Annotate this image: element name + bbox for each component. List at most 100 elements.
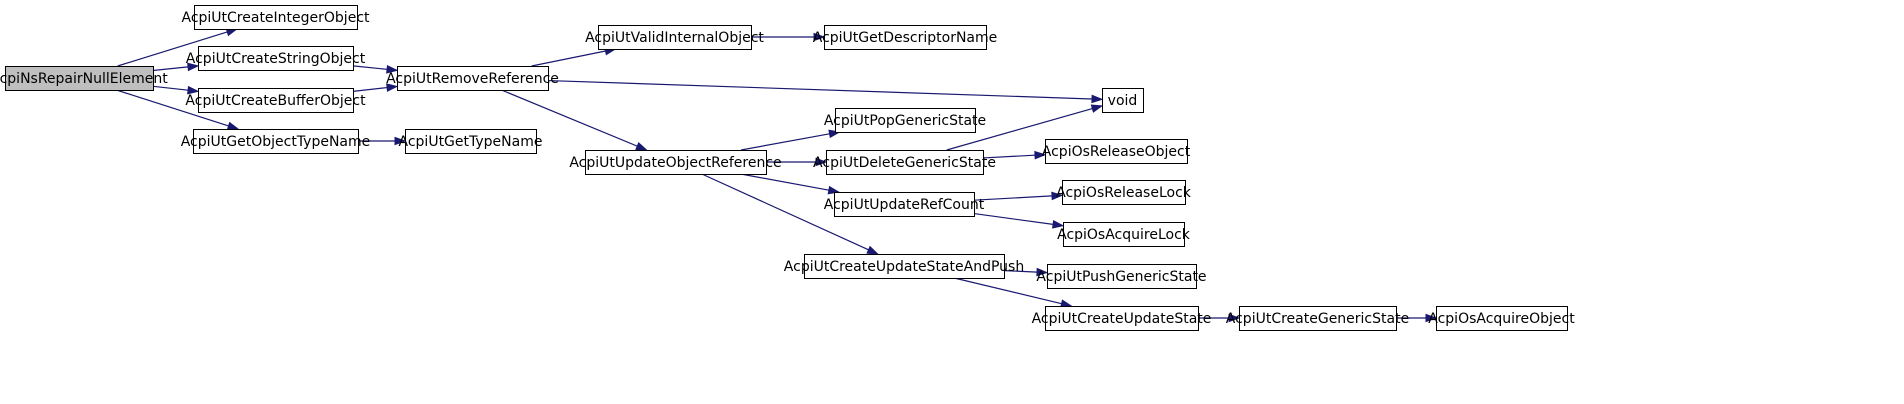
node-AcpiUtPopGenericState[interactable]: AcpiUtPopGenericState	[824, 108, 986, 133]
edge-n9-n11	[740, 129, 841, 151]
node-box	[1062, 180, 1186, 205]
node-AcpiUtDeleteGenericState[interactable]: AcpiUtDeleteGenericState	[813, 150, 996, 175]
node-box	[598, 25, 752, 50]
arrowhead-icon	[187, 85, 200, 95]
node-box	[5, 66, 154, 91]
node-box	[824, 25, 987, 50]
node-label: AcpiOsAcquireObject	[1428, 311, 1575, 327]
arrowhead-icon	[187, 62, 200, 72]
edge-line	[352, 86, 388, 92]
edge-line	[946, 107, 1093, 151]
edge-n14-n18	[1003, 267, 1049, 277]
node-AcpiUtUpdateRefCount[interactable]: AcpiUtUpdateRefCount	[824, 192, 985, 217]
node-AcpiUtGetObjectTypeName[interactable]: AcpiUtGetObjectTypeName	[181, 129, 371, 154]
node-label: AcpiOsAcquireLock	[1057, 227, 1191, 243]
node-AcpiUtGetTypeName[interactable]: AcpiUtGetTypeName	[399, 129, 543, 154]
arrowhead-icon	[1036, 267, 1049, 277]
arrowhead-icon	[226, 121, 240, 130]
node-box	[1239, 306, 1397, 331]
node-AcpiOsAcquireObject[interactable]: AcpiOsAcquireObject	[1428, 306, 1575, 331]
edge-line	[116, 89, 229, 127]
edge-line	[973, 195, 1053, 201]
node-box	[826, 150, 984, 175]
node-label: AcpiUtGetDescriptorName	[813, 30, 998, 46]
node-label: AcpiUtValidInternalObject	[585, 30, 764, 46]
node-AcpiUtCreateStringObject[interactable]: AcpiUtCreateStringObject	[186, 46, 366, 71]
edge-line	[547, 79, 1093, 100]
edge-n0-n2	[152, 62, 200, 72]
node-label: AcpiUtCreateGenericState	[1226, 311, 1409, 327]
edge-n2-n5	[352, 64, 399, 74]
node-AcpiUtRemoveReference[interactable]: AcpiUtRemoveReference	[386, 66, 559, 91]
edge-line	[531, 50, 606, 67]
arrowhead-icon	[1091, 94, 1104, 104]
arrowhead-icon	[394, 136, 407, 146]
node-box	[397, 66, 549, 91]
node-AcpiUtGetDescriptorName[interactable]: AcpiUtGetDescriptorName	[813, 25, 998, 50]
node-AcpiUtUpdateObjectReference[interactable]: AcpiUtUpdateObjectReference	[569, 150, 782, 175]
node-box	[198, 88, 354, 113]
node-AcpiNsRepairNullElement[interactable]: AcpiNsRepairNullElement	[0, 66, 168, 91]
node-label: AcpiUtDeleteGenericState	[813, 155, 996, 171]
edge-line	[701, 173, 869, 251]
edge-n13-n17	[973, 212, 1065, 229]
node-box	[1045, 139, 1188, 164]
node-box	[804, 254, 1005, 279]
edge-line	[501, 89, 638, 147]
node-label: AcpiUtCreateUpdateState	[1032, 311, 1212, 327]
node-AcpiOsReleaseObject[interactable]: AcpiOsReleaseObject	[1042, 139, 1191, 164]
node-box	[1102, 88, 1144, 113]
node-label: AcpiUtGetTypeName	[399, 134, 543, 150]
arrowhead-icon	[1051, 191, 1064, 201]
edge-n5-n10	[547, 79, 1104, 104]
edge-line	[1003, 269, 1038, 273]
node-void[interactable]: void	[1102, 88, 1144, 113]
node-label: AcpiUtUpdateRefCount	[824, 197, 985, 213]
edge-n9-n13	[740, 173, 841, 195]
node-box	[405, 129, 537, 154]
node-box	[1045, 306, 1199, 331]
node-label: AcpiUtCreateIntegerObject	[181, 10, 370, 26]
node-AcpiUtCreateIntegerObject[interactable]: AcpiUtCreateIntegerObject	[181, 5, 370, 30]
edge-line	[117, 31, 228, 67]
node-label: AcpiNsRepairNullElement	[0, 71, 168, 87]
node-label: AcpiUtCreateStringObject	[186, 51, 366, 67]
node-label: AcpiUtPopGenericState	[824, 113, 986, 129]
node-AcpiOsReleaseLock[interactable]: AcpiOsReleaseLock	[1056, 180, 1192, 205]
edge-line	[352, 65, 388, 70]
arrowhead-icon	[386, 83, 399, 92]
arrowhead-icon	[1034, 150, 1047, 160]
arrowhead-icon	[1090, 104, 1104, 113]
node-AcpiUtCreateGenericState[interactable]: AcpiUtCreateGenericState	[1226, 306, 1409, 331]
edge-n5-n9	[501, 89, 648, 151]
node-box	[834, 192, 975, 217]
node-AcpiUtCreateBufferObject[interactable]: AcpiUtCreateBufferObject	[185, 88, 366, 113]
node-box	[1063, 222, 1185, 247]
node-label: AcpiUtPushGenericState	[1036, 269, 1206, 285]
arrowhead-icon	[635, 142, 648, 151]
node-AcpiOsAcquireLock[interactable]: AcpiOsAcquireLock	[1057, 222, 1191, 247]
node-label: void	[1108, 93, 1138, 109]
node-label: AcpiUtRemoveReference	[386, 71, 559, 87]
node-box	[193, 129, 359, 154]
edge-n5-n7	[531, 46, 617, 67]
node-label: AcpiUtGetObjectTypeName	[181, 134, 371, 150]
node-label: AcpiUtCreateUpdateStateAndPush	[784, 259, 1024, 275]
edge-n3-n5	[352, 83, 399, 92]
node-AcpiUtValidInternalObject[interactable]: AcpiUtValidInternalObject	[585, 25, 764, 50]
node-AcpiUtCreateUpdateStateAndPush[interactable]: AcpiUtCreateUpdateStateAndPush	[784, 254, 1024, 279]
arrowhead-icon	[813, 32, 826, 42]
edges	[116, 27, 1438, 323]
edge-line	[152, 66, 189, 72]
node-AcpiUtCreateUpdateState[interactable]: AcpiUtCreateUpdateState	[1032, 306, 1212, 331]
arrowhead-icon	[386, 64, 399, 74]
node-label: AcpiUtCreateBufferObject	[185, 93, 366, 109]
node-AcpiUtPushGenericState[interactable]: AcpiUtPushGenericState	[1036, 264, 1207, 289]
edge-n9-n14	[701, 173, 879, 255]
node-box	[585, 150, 767, 175]
edge-line	[954, 277, 1062, 305]
node-box	[1436, 306, 1568, 331]
node-box	[1047, 264, 1197, 289]
arrowhead-icon	[1052, 220, 1065, 229]
